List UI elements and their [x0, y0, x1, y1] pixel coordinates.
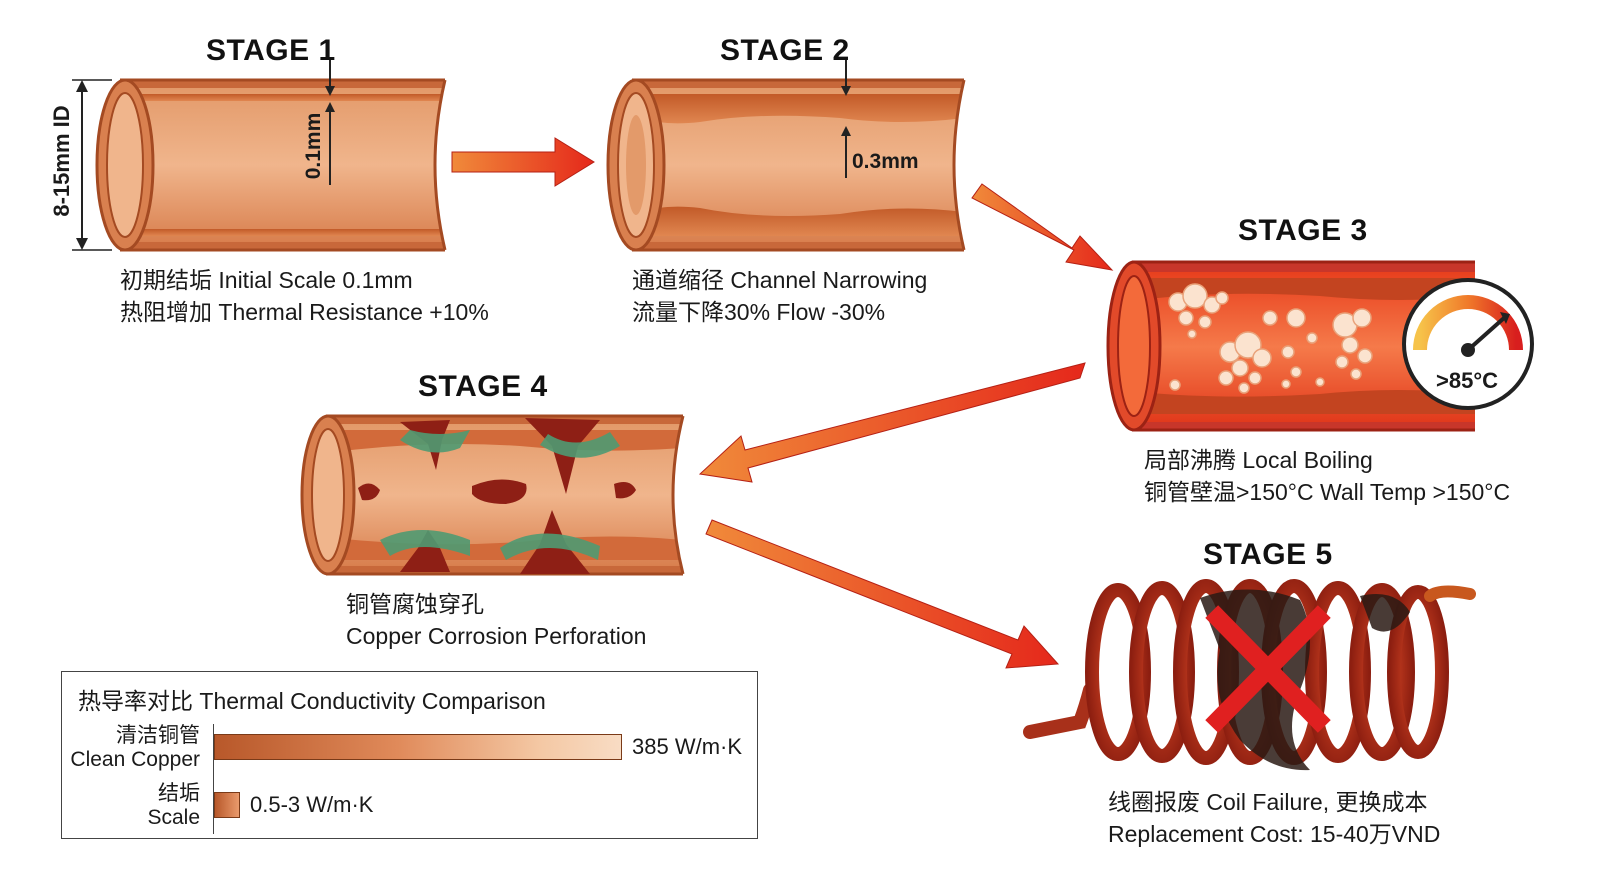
corrosion-patches	[358, 418, 636, 574]
stage1-caption-line1: 初期结垢 Initial Scale 0.1mm	[120, 267, 413, 293]
stage2-title: STAGE 2	[720, 34, 850, 67]
gauge-temperature-label: >85°C	[1436, 368, 1499, 393]
scale-value: 0.5-3 W/m·K	[250, 792, 374, 817]
temperature-gauge	[1402, 278, 1534, 410]
clean-copper-label-en: Clean Copper	[70, 748, 200, 771]
stage5-caption-line2: Replacement Cost: 15-40万VND	[1108, 821, 1441, 847]
clean-copper-value: 385 W/m·K	[632, 734, 743, 759]
clean-copper-label-cn: 清洁铜管	[116, 724, 200, 747]
stage1-scale-label: 0.1mm	[302, 112, 325, 180]
stage2-caption-line1: 通道缩径 Channel Narrowing	[632, 267, 928, 293]
stage4-title: STAGE 4	[418, 370, 548, 403]
diameter-dimension	[72, 79, 112, 251]
stage3-title: STAGE 3	[1238, 214, 1368, 247]
scale-label: 结垢 Scale	[68, 782, 200, 830]
scale-label-cn: 结垢	[158, 782, 200, 805]
failure-x-mark	[1205, 605, 1331, 733]
stage1-scale-marker	[325, 60, 335, 185]
stage5-caption-line1: 线圈报废 Coil Failure, 更换成本	[1108, 789, 1428, 815]
stage1-caption-line2: 热阻增加 Thermal Resistance +10%	[120, 299, 489, 325]
comparison-axis	[213, 724, 214, 834]
stage3-caption-line2: 铜管壁温>150°C Wall Temp >150°C	[1144, 479, 1511, 505]
thermal-conductivity-comparison: 热导率对比 Thermal Conductivity Comparison 清洁…	[61, 671, 758, 839]
stage2-caption-line2: 流量下降30% Flow -30%	[632, 299, 886, 325]
stage4-caption: 铜管腐蚀穿孔 Copper Corrosion Perforation	[346, 588, 646, 652]
stage1-title: STAGE 1	[206, 34, 336, 67]
stage2-caption: 通道缩径 Channel Narrowing 流量下降30% Flow -30%	[632, 264, 927, 328]
stage3-caption-line1: 局部沸腾 Local Boiling	[1144, 447, 1373, 473]
clean-copper-bar	[214, 734, 622, 760]
stage2-scale-marker	[841, 60, 851, 178]
stage1-pipe	[95, 78, 447, 252]
arrow-stage2-to-stage3	[971, 183, 1114, 271]
boiling-bubbles	[1168, 283, 1373, 394]
arrow-stage1-to-stage2	[451, 137, 595, 187]
scale-label-en: Scale	[147, 806, 200, 829]
stage1-caption: 初期结垢 Initial Scale 0.1mm 热阻增加 Thermal Re…	[120, 264, 489, 328]
stage3-caption: 局部沸腾 Local Boiling 铜管壁温>150°C Wall Temp …	[1144, 444, 1510, 508]
scale-bar	[214, 792, 240, 818]
diameter-label: 8-15mm ID	[49, 105, 74, 217]
stage4-caption-line1: 铜管腐蚀穿孔	[346, 591, 484, 617]
arrow-stage4-to-stage5	[705, 519, 1060, 669]
stage2-scale-label: 0.3mm	[852, 150, 919, 173]
stage5-caption: 线圈报废 Coil Failure, 更换成本 Replacement Cost…	[1108, 786, 1440, 850]
comparison-title: 热导率对比 Thermal Conductivity Comparison	[78, 688, 546, 714]
arrow-stage3-to-stage4	[698, 362, 1086, 483]
stage5-title: STAGE 5	[1203, 538, 1333, 571]
clean-copper-label: 清洁铜管 Clean Copper	[68, 724, 200, 772]
stage4-caption-line2: Copper Corrosion Perforation	[346, 623, 647, 649]
stage2-pipe	[606, 78, 966, 252]
